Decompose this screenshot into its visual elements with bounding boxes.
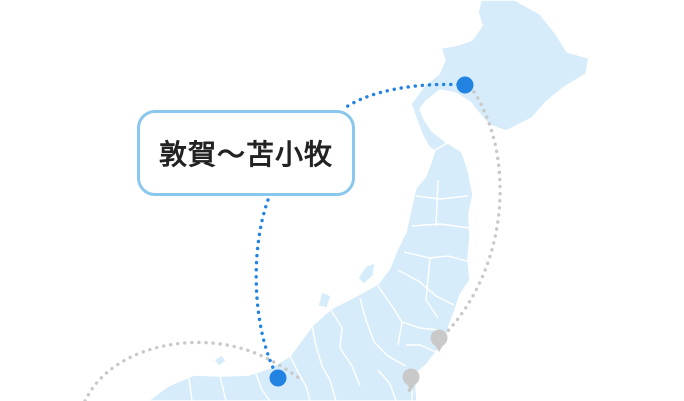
gray-port-marker-icon[interactable]	[402, 368, 420, 392]
route-line-active	[340, 82, 467, 112]
prefecture-borders	[188, 179, 471, 401]
port-tsuruga-marker[interactable]	[269, 369, 287, 387]
gray-port-marker-icon[interactable]	[430, 329, 448, 353]
route-label-text: 敦賀～苫小牧	[158, 138, 333, 171]
honshu-landmass	[146, 142, 474, 401]
route-line-west	[83, 340, 304, 401]
noto-peninsula	[317, 291, 332, 309]
route-line-east-short	[407, 374, 413, 396]
hokkaido-landmass	[410, 0, 590, 158]
route-line-active	[254, 198, 280, 380]
oki-island	[213, 354, 227, 367]
route-label[interactable]: 敦賀～苫小牧	[137, 110, 355, 196]
port-tomakomai-marker[interactable]	[456, 76, 474, 94]
sado-island	[357, 262, 376, 285]
